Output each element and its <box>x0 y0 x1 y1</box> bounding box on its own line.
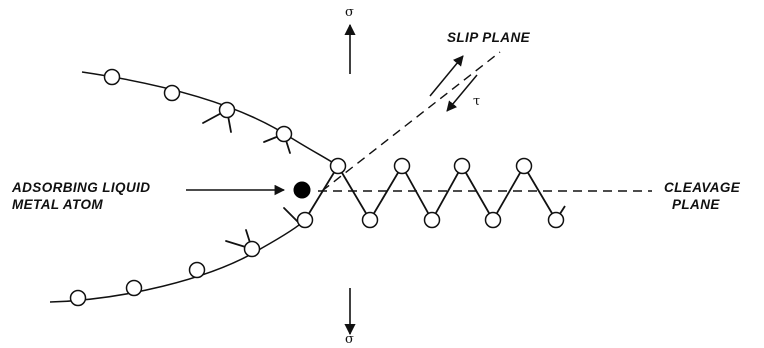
atom <box>127 281 142 296</box>
adsorbed-atom <box>294 182 310 198</box>
atom <box>425 213 440 228</box>
adsorbing-label-line1: ADSORBING LIQUID <box>12 180 150 196</box>
atom <box>395 159 410 174</box>
atom <box>298 213 313 228</box>
atom <box>331 159 346 174</box>
atom <box>190 263 205 278</box>
shear-arrow-up <box>430 56 463 96</box>
slip-plane-line <box>322 52 500 191</box>
atom <box>165 86 180 101</box>
atom <box>71 291 86 306</box>
lower-crack-surface <box>50 220 305 302</box>
atom <box>486 213 501 228</box>
sigma-bottom-label: σ <box>345 333 354 347</box>
adsorbing-label-line2: METAL ATOM <box>12 197 103 213</box>
lattice-atoms <box>298 159 564 228</box>
atom <box>245 242 260 257</box>
atom <box>220 103 235 118</box>
atom <box>363 213 378 228</box>
atom <box>105 70 120 85</box>
cleavage-label-line1: CLEAVAGE <box>664 180 740 196</box>
atom <box>549 213 564 228</box>
cleavage-label-line2: PLANE <box>672 197 720 213</box>
atom <box>517 159 532 174</box>
slip-plane-label: SLIP PLANE <box>447 30 530 46</box>
atom <box>277 127 292 142</box>
atom <box>455 159 470 174</box>
tau-label: τ <box>473 95 480 109</box>
lattice-bonds <box>305 166 565 220</box>
sigma-top-label: σ <box>345 6 354 20</box>
